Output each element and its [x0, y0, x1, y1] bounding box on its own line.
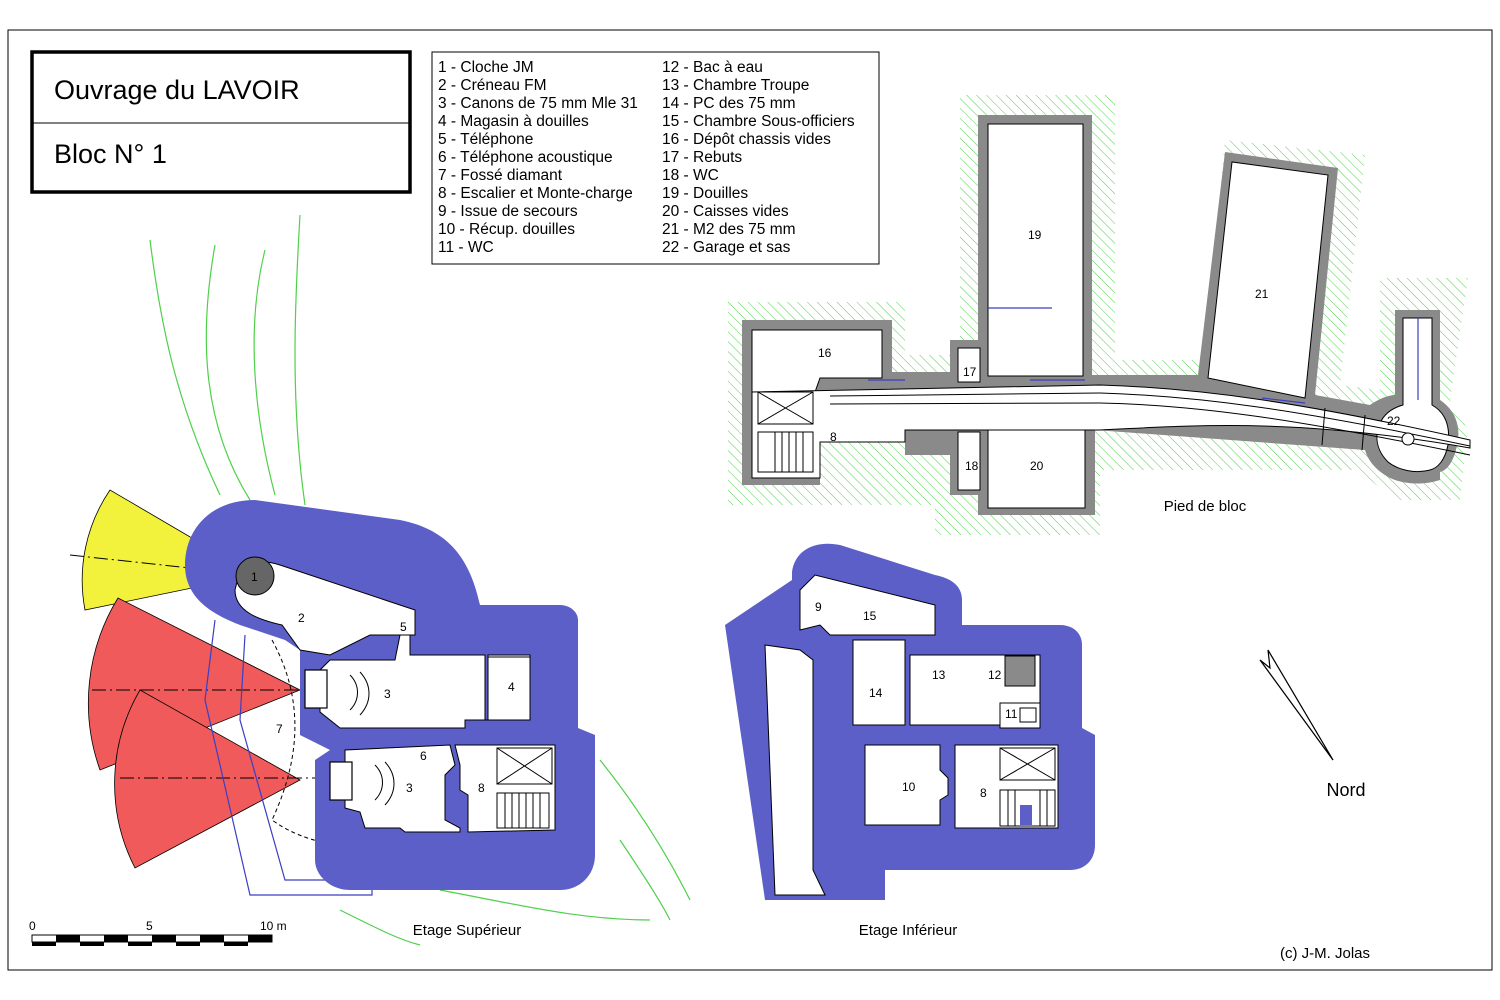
- scale-label: 0: [29, 919, 36, 933]
- room-number: 3: [384, 687, 391, 701]
- legend-item: 6 - Téléphone acoustique: [438, 149, 613, 166]
- staircase: [757, 431, 814, 473]
- room-number: 21: [1255, 287, 1269, 301]
- legend-item: 10 - Récup. douilles: [438, 221, 575, 238]
- legend-item: 11 - WC: [438, 239, 494, 256]
- room-4-magasin: [487, 656, 531, 721]
- scale-label: 10 m: [260, 919, 287, 933]
- scale-bar: 0 5 10 m: [29, 919, 287, 946]
- terrain-contours: [149, 214, 691, 946]
- legend-item: 22 - Garage et sas: [662, 239, 791, 256]
- gun-embrasure: [329, 761, 353, 801]
- legend-item: 12 - Bac à eau: [662, 59, 763, 76]
- lower-level-caption: Etage Inférieur: [859, 922, 957, 939]
- room-number: 7: [276, 722, 283, 736]
- main-gallery: [751, 384, 1471, 479]
- room-number: 1: [251, 570, 258, 584]
- room-number: 6: [420, 749, 427, 763]
- legend-item: 18 - WC: [662, 167, 719, 184]
- room-number: 2: [298, 611, 305, 625]
- legend-item: 20 - Caisses vides: [662, 203, 789, 220]
- staircase: [999, 789, 1056, 827]
- room-10: [864, 744, 949, 826]
- room-number: 13: [932, 668, 946, 682]
- base-level-caption: Pied de bloc: [1164, 498, 1247, 515]
- north-label: Nord: [1326, 780, 1365, 800]
- base-level-plan: 19 21 16 17 8 22 18 20 Pied de bloc: [728, 95, 1471, 535]
- drawing-frame: [7, 29, 1493, 971]
- room-15: [799, 574, 936, 636]
- room-3-upper-gun: [319, 634, 531, 729]
- water-tank: [1004, 655, 1036, 687]
- room-number: 10: [902, 780, 916, 794]
- legend-item: 19 - Douilles: [662, 185, 748, 202]
- room-14: [852, 639, 906, 726]
- lower-level-plan: 9 15 13 12 14 11 10 8 Etage Inférieur: [725, 543, 1095, 939]
- room-17: [957, 347, 981, 383]
- room-number: 16: [818, 346, 832, 360]
- legend-item: 7 - Fossé diamant: [438, 167, 563, 184]
- legend-item: 2 - Créneau FM: [438, 77, 547, 94]
- room-18: [957, 431, 981, 491]
- legend-item: 16 - Dépôt chassis vides: [662, 131, 831, 148]
- cloche-jm: [235, 556, 275, 596]
- copyright: (c) J-M. Jolas: [1280, 945, 1370, 962]
- gun-embrasure: [304, 669, 328, 709]
- legend-item: 21 - M2 des 75 mm: [662, 221, 796, 238]
- room-number: 8: [830, 430, 837, 444]
- upper-level-plan: 1 2 3 4 5 6 7 3 8 Etage Supérieur: [69, 214, 691, 946]
- room-number: 19: [1028, 228, 1042, 242]
- legend-item: 4 - Magasin à douilles: [438, 113, 589, 130]
- legend-item: 5 - Téléphone: [438, 131, 533, 148]
- drawing-title: Ouvrage du LAVOIR: [54, 75, 300, 105]
- room-21: [1207, 161, 1329, 399]
- room-number: 8: [478, 781, 485, 795]
- room-number: 18: [965, 459, 979, 473]
- room-number: 15: [863, 609, 877, 623]
- legend-item: 15 - Chambre Sous-officiers: [662, 113, 855, 130]
- upper-level-caption: Etage Supérieur: [413, 922, 521, 939]
- room-19: [987, 123, 1084, 377]
- legend-item: 13 - Chambre Troupe: [662, 77, 809, 94]
- emergency-exit-passage: [764, 644, 826, 896]
- room-number: 14: [869, 686, 883, 700]
- room-number: 3: [406, 781, 413, 795]
- legend-item: 1 - Cloche JM: [438, 59, 534, 76]
- staircase: [496, 792, 550, 829]
- gun-fire-sector: [114, 689, 301, 869]
- room-number: 5: [400, 620, 407, 634]
- room-number: 11: [1005, 707, 1018, 721]
- north-arrow: Nord: [1259, 649, 1366, 800]
- room-20: [987, 429, 1086, 509]
- legend-item: 17 - Rebuts: [662, 149, 742, 166]
- legend-item: 9 - Issue de secours: [438, 203, 578, 220]
- drawing-subtitle: Bloc N° 1: [54, 139, 167, 169]
- legend-item: 3 - Canons de 75 mm Mle 31: [438, 95, 638, 112]
- title-block: Ouvrage du LAVOIR Bloc N° 1: [30, 50, 412, 194]
- room-number: 22: [1387, 414, 1401, 428]
- room-number: 9: [815, 600, 822, 614]
- room-number: 8: [980, 786, 987, 800]
- legend-item: 8 - Escalier et Monte-charge: [438, 185, 633, 202]
- room-3-lower-gun: [344, 744, 461, 833]
- legend: 1 - Cloche JM 2 - Créneau FM 3 - Canons …: [431, 51, 880, 265]
- legend-item: 14 - PC des 75 mm: [662, 95, 796, 112]
- room-number: 17: [963, 365, 977, 379]
- wc-fixture: [1019, 707, 1037, 723]
- room-number: 4: [508, 680, 515, 694]
- scale-label: 5: [146, 919, 153, 933]
- room-number: 20: [1030, 459, 1044, 473]
- room-number: 12: [988, 668, 1002, 682]
